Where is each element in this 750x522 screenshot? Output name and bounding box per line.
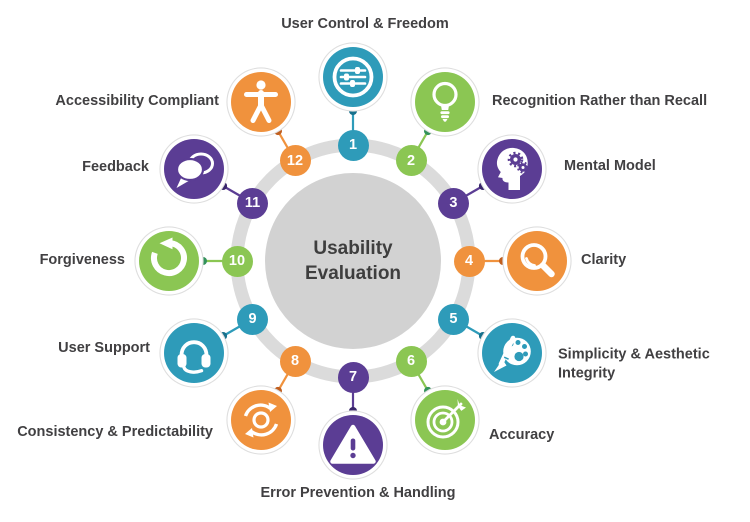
hub-title-line1: Usability (313, 238, 393, 259)
item-1-label: User Control & Freedom (281, 15, 449, 32)
item-6-badge: 6 (395, 345, 427, 377)
item-3-circle (482, 139, 543, 199)
item-9-badge: 9 (237, 303, 269, 335)
hub-title: Usability Evaluation (305, 236, 401, 286)
item-10-badge: 10 (221, 245, 253, 277)
accessibility-icon (244, 80, 278, 123)
item-9-label: User Support (58, 339, 150, 356)
lightbulb-icon (432, 81, 458, 122)
target-icon (426, 399, 466, 439)
magnifier-icon (520, 243, 555, 278)
item-8-label: Consistency & Predictability (17, 423, 213, 440)
item-11-circle (163, 139, 224, 199)
item-12-label: Accessibility Compliant (55, 92, 219, 109)
item-4-circle (507, 231, 567, 291)
warning-icon (330, 424, 376, 464)
undo-icon (151, 237, 187, 277)
item-11-badge: 11 (237, 187, 269, 219)
item-11-label: Feedback (82, 158, 149, 175)
item-8-circle (231, 390, 291, 451)
item-2-label: Recognition Rather than Recall (492, 92, 708, 109)
item-2-circle (415, 71, 475, 132)
item-7-circle (323, 415, 383, 475)
palette-icon (494, 335, 532, 372)
item-5-circle (482, 323, 543, 383)
sync-icon (243, 402, 279, 438)
item-6-label: Accuracy (489, 426, 555, 443)
item-7-label: Error Prevention & Handling (260, 484, 456, 501)
headset-icon (177, 340, 211, 374)
item-12-circle (231, 71, 291, 132)
item-10-label: Forgiveness (39, 251, 125, 268)
item-4-badge: 4 (453, 245, 485, 277)
chat-bubbles-icon (175, 152, 214, 188)
sliders-icon (332, 56, 374, 98)
item-5-label: Simplicity & Aesthetic Integrity (558, 346, 710, 382)
item-4-label: Clarity (581, 251, 627, 268)
item-3-badge: 3 (437, 187, 469, 219)
item-7-badge: 7 (337, 361, 369, 393)
item-5-badge: 5 (437, 303, 469, 335)
item-9-circle (163, 323, 224, 383)
item-10-circle (139, 231, 199, 291)
item-1-badge: 1 (337, 129, 369, 161)
item-2-badge: 2 (395, 145, 427, 177)
hub-title-line2: Evaluation (304, 263, 402, 284)
item-6-circle (415, 390, 475, 451)
item-1-circle (323, 47, 383, 107)
item-12-badge: 12 (279, 145, 311, 177)
item-3-label: Mental Model (564, 157, 656, 174)
item-8-badge: 8 (279, 345, 311, 377)
head-gears-icon (497, 147, 530, 190)
